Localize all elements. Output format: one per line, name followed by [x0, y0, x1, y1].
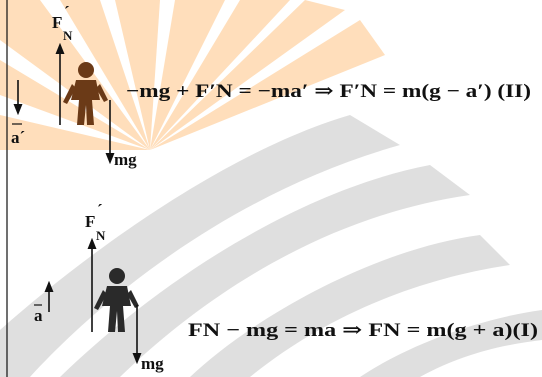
equation-ii: −mg + F′N = −ma′ ⇒ F′N = m(g − a′) (II): [126, 81, 531, 102]
top-weight-label: mg: [114, 150, 137, 169]
bottom-weight-label: mg: [141, 354, 164, 373]
bottom-figure: F ´ N mg a FN − mg = ma ⇒ FN = m(g + a)(…: [34, 201, 538, 373]
top-normal-force-label: F: [52, 13, 62, 32]
bottom-normal-force-sub: N: [96, 228, 106, 243]
top-figure: F ´ N mg a´ −mg + F′N = −ma′ ⇒ F′N = m(g…: [11, 3, 531, 169]
bottom-normal-force-label: F: [85, 212, 95, 231]
equation-i-text: FN − mg = ma ⇒ FN = m(g + a)(I): [188, 320, 538, 341]
watermark-sunburst: [0, 0, 385, 150]
top-normal-force-prime: ´: [64, 3, 70, 22]
top-accel-label: a´: [11, 128, 25, 147]
equation-i: FN − mg = ma ⇒ FN = m(g + a)(I): [188, 320, 538, 341]
top-person-icon: [63, 62, 108, 125]
watermark-swooshes: [0, 115, 542, 377]
top-normal-force-sub: N: [63, 28, 73, 43]
bottom-person-icon: [94, 268, 139, 332]
bottom-accel-label: a: [34, 306, 43, 325]
bottom-normal-force-prime: ´: [97, 201, 103, 220]
equation-ii-text: −mg + F′N = −ma′ ⇒ F′N = m(g − a′) (II): [126, 81, 531, 102]
